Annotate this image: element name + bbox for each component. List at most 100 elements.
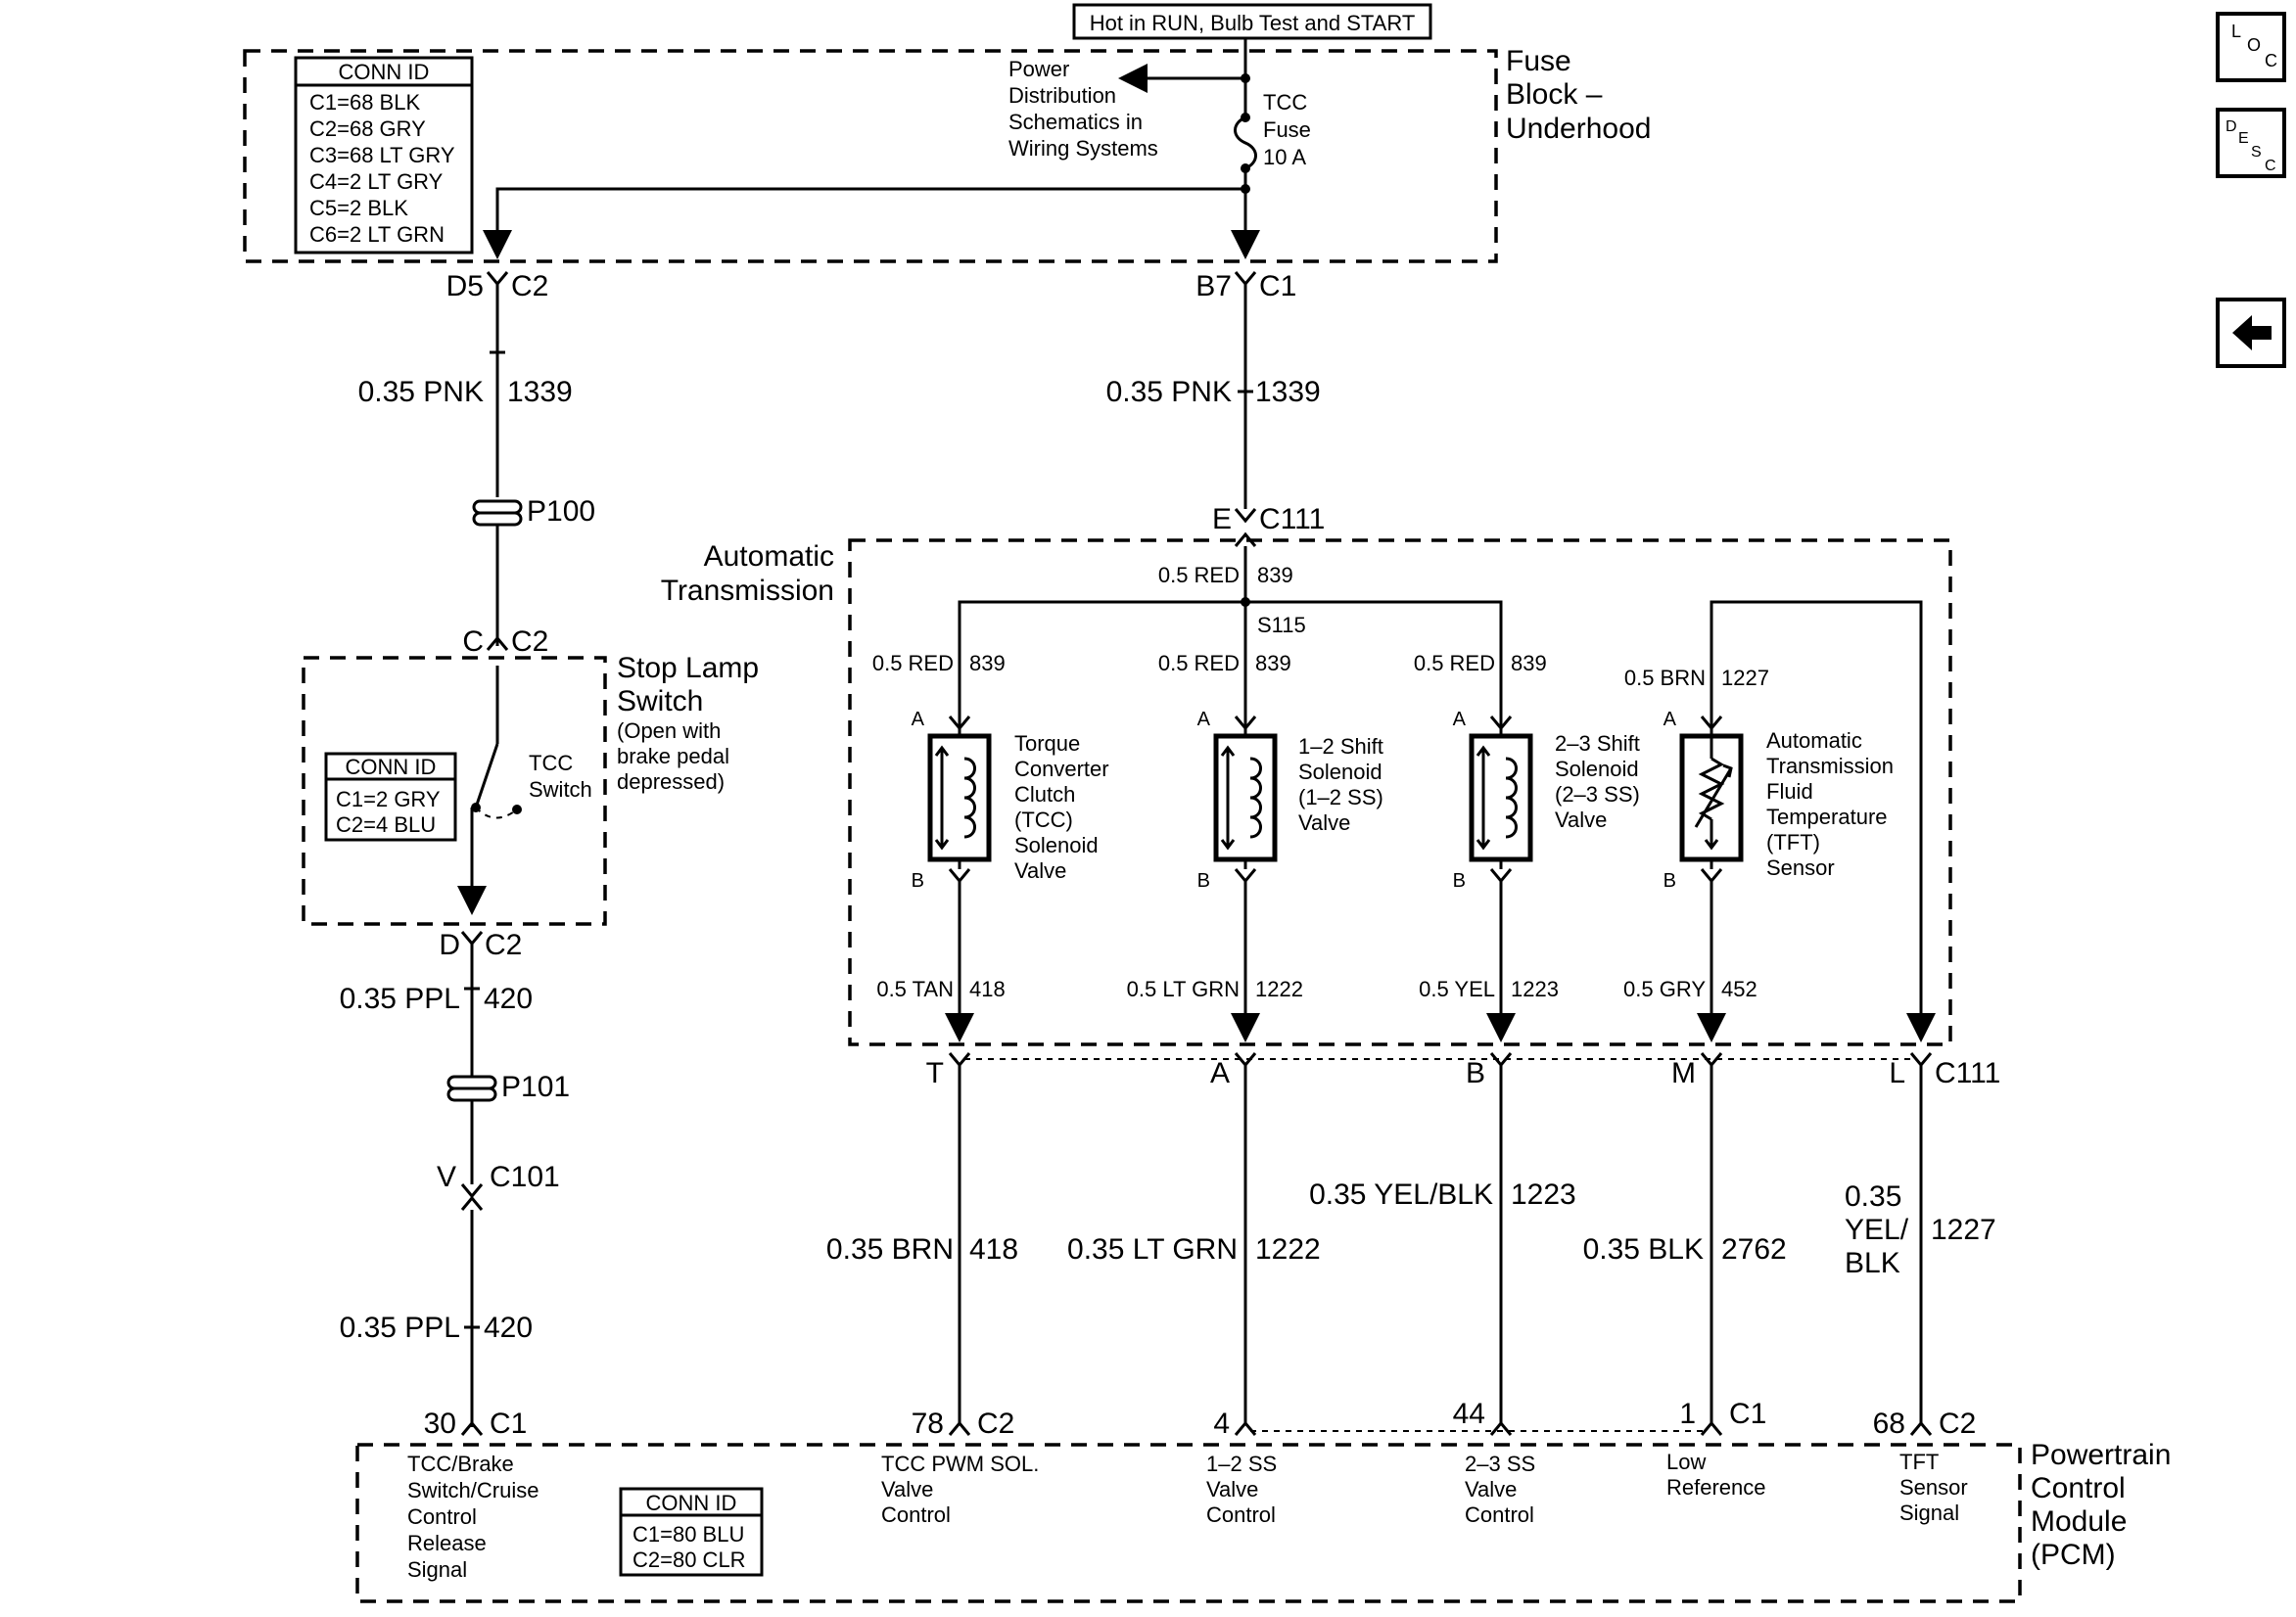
back-button[interactable] xyxy=(2216,298,2286,368)
svg-text:0.5 YEL: 0.5 YEL xyxy=(1419,977,1495,1001)
svg-text:Reference: Reference xyxy=(1666,1475,1766,1500)
pcm-conn-id-table: CONN ID C1=80 BLU C2=80 CLR xyxy=(619,1487,764,1577)
svg-text:TCC: TCC xyxy=(1263,90,1307,115)
svg-text:420: 420 xyxy=(484,983,533,1015)
svg-text:Sensor: Sensor xyxy=(1766,855,1835,880)
svg-text:839: 839 xyxy=(1257,563,1293,587)
svg-text:10 A: 10 A xyxy=(1263,145,1306,169)
svg-text:C2: C2 xyxy=(485,929,522,961)
tcc-switch-blade xyxy=(474,743,499,808)
svg-text:1227: 1227 xyxy=(1931,1214,1996,1246)
svg-text:Valve: Valve xyxy=(1465,1477,1517,1502)
svg-text:B: B xyxy=(1663,870,1676,892)
svg-text:TCC: TCC xyxy=(529,751,573,775)
svg-text:4: 4 xyxy=(1213,1408,1230,1440)
wire-label-yel-1223: 0.5 YEL 1223 xyxy=(1419,977,1559,1001)
svg-text:Valve: Valve xyxy=(1298,810,1350,835)
connector-v-c101: V C101 xyxy=(437,1161,560,1211)
svg-text:1227: 1227 xyxy=(1721,666,1769,690)
svg-text:A: A xyxy=(1663,709,1677,730)
desc-button[interactable]: D E S C xyxy=(2216,108,2286,178)
svg-text:Sensor: Sensor xyxy=(1899,1475,1968,1500)
svg-text:C1: C1 xyxy=(490,1408,527,1440)
wire-label-brn-1227: 0.5 BRN 1227 xyxy=(1624,666,1769,690)
svg-text:Control: Control xyxy=(1465,1502,1534,1527)
svg-text:Temperature: Temperature xyxy=(1766,805,1888,829)
svg-text:C1=2 GRY: C1=2 GRY xyxy=(336,787,441,811)
svg-text:78: 78 xyxy=(912,1408,944,1440)
svg-text:Solenoid: Solenoid xyxy=(1014,833,1099,857)
svg-text:Fuse: Fuse xyxy=(1506,45,1571,77)
p101-passthrough: P101 xyxy=(446,1071,570,1103)
svg-text:C1: C1 xyxy=(1729,1398,1766,1430)
loc-icon: L O C xyxy=(2231,22,2277,70)
wire-label-red-main: 0.5 RED 839 xyxy=(1158,563,1293,587)
svg-text:2–3 SS: 2–3 SS xyxy=(1465,1452,1535,1476)
svg-text:Valve: Valve xyxy=(1014,858,1066,883)
svg-text:418: 418 xyxy=(969,977,1006,1001)
svg-text:B: B xyxy=(912,870,924,892)
svg-text:1223: 1223 xyxy=(1511,977,1559,1001)
svg-text:0.35 BRN: 0.35 BRN xyxy=(826,1233,954,1266)
svg-text:Switch: Switch xyxy=(529,777,592,802)
svg-text:L: L xyxy=(2231,22,2241,41)
automatic-transmission-boundary xyxy=(848,538,1952,1046)
svg-text:C2=80 CLR: C2=80 CLR xyxy=(633,1548,746,1572)
fuse-block-title: Fuse Block – Underhood xyxy=(1506,45,1651,145)
svg-text:Underhood: Underhood xyxy=(1506,113,1651,145)
pcm-circuit-tcc-pwm: TCC PWM SOL. Valve Control xyxy=(881,1452,1039,1527)
svg-text:Valve: Valve xyxy=(1555,808,1607,832)
svg-text:D: D xyxy=(2226,118,2237,135)
svg-text:Wiring Systems: Wiring Systems xyxy=(1008,136,1158,161)
svg-text:Stop Lamp: Stop Lamp xyxy=(617,652,759,684)
pcm-boundary xyxy=(355,1443,2022,1603)
svg-text:Valve: Valve xyxy=(1206,1477,1258,1502)
splice-dot xyxy=(1241,73,1250,83)
svg-text:B: B xyxy=(1466,1057,1485,1089)
tcc-fuse-symbol xyxy=(1234,116,1257,170)
svg-text:Control: Control xyxy=(1206,1502,1276,1527)
svg-text:44: 44 xyxy=(1453,1398,1485,1430)
power-distribution-note: Power Distribution Schematics in Wiring … xyxy=(1008,57,1158,161)
svg-text:Powertrain: Powertrain xyxy=(2031,1439,2171,1471)
svg-text:T: T xyxy=(926,1057,944,1089)
svg-text:C3=68 LT GRY: C3=68 LT GRY xyxy=(309,143,455,167)
tft-1227-loop xyxy=(1710,600,1936,1042)
svg-text:C2: C2 xyxy=(511,270,548,302)
svg-text:TFT: TFT xyxy=(1899,1450,1939,1474)
tft-sensor: A B Automatic Transmission Fluid Tempera… xyxy=(1663,709,1894,892)
p100-passthrough: P100 xyxy=(472,495,595,528)
svg-text:Low: Low xyxy=(1666,1450,1706,1474)
svg-text:A: A xyxy=(1197,709,1211,730)
svg-text:C: C xyxy=(2265,51,2277,70)
desc-icon: D E S C xyxy=(2226,118,2276,174)
svg-text:BLK: BLK xyxy=(1845,1247,1900,1279)
svg-text:C1: C1 xyxy=(1259,270,1296,302)
wire-label-ltgrn-1222: 0.5 LT GRN 1222 xyxy=(1127,977,1303,1001)
wire-label-red-tcc: 0.5 RED 839 xyxy=(872,651,1006,675)
loc-button[interactable]: L O C xyxy=(2216,12,2286,82)
wire-label-ltgrn-1222-big: 0.35 LT GRN 1222 xyxy=(1067,1233,1321,1266)
wire-label-tan-418: 0.5 TAN 418 xyxy=(876,977,1005,1001)
svg-text:D: D xyxy=(439,929,460,961)
svg-text:C111: C111 xyxy=(1259,503,1325,535)
fuse-block-boundary xyxy=(243,49,1498,263)
svg-text:C: C xyxy=(462,625,484,658)
svg-text:418: 418 xyxy=(969,1233,1018,1266)
connector-e-c111: E C111 xyxy=(1212,503,1325,547)
svg-text:C2=4 BLU: C2=4 BLU xyxy=(336,812,436,837)
svg-text:Schematics in: Schematics in xyxy=(1008,110,1143,134)
wire-label-gry-452: 0.5 GRY 452 xyxy=(1623,977,1757,1001)
svg-text:B7: B7 xyxy=(1195,270,1232,302)
connector-d5-c2: D5 C2 xyxy=(446,270,549,302)
svg-text:Fuse: Fuse xyxy=(1263,117,1311,142)
wire-label-yelblk-1227: 0.35 YEL/ BLK 1227 xyxy=(1845,1180,1996,1279)
wire-label-pnk-right: 0.35 PNK 1339 xyxy=(1106,376,1321,408)
svg-text:0.5 BRN: 0.5 BRN xyxy=(1624,666,1706,690)
svg-text:0.35 PNK: 0.35 PNK xyxy=(358,376,484,408)
svg-text:Signal: Signal xyxy=(1899,1501,1959,1525)
automatic-transmission-title: Automatic Transmission xyxy=(661,540,834,607)
connector-d-c2: D C2 xyxy=(439,929,522,961)
svg-text:YEL/: YEL/ xyxy=(1845,1214,1909,1246)
pcm-circuit-tft: TFT Sensor Signal xyxy=(1899,1450,1968,1525)
